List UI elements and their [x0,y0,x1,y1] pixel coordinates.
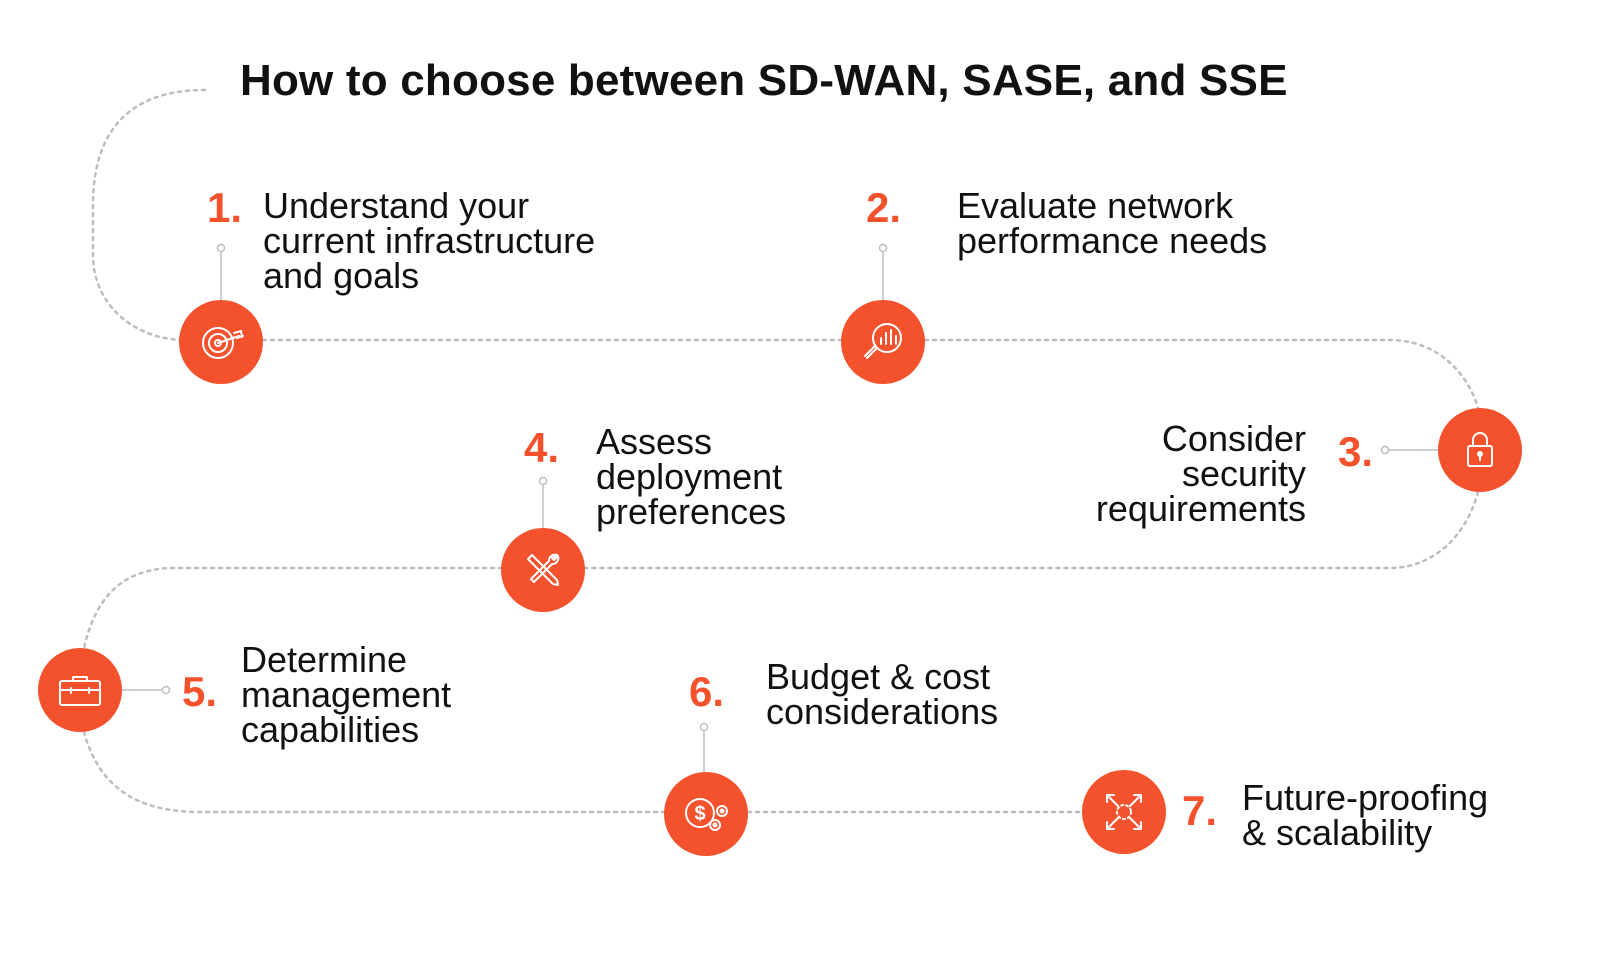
step-4-number: 4. [524,424,560,471]
step-3-number: 3. [1338,428,1374,475]
step-7-label: Future-proofing & scalability [1242,777,1489,853]
page-title: How to choose between SD-WAN, SASE, and … [240,56,1288,105]
tools-icon [527,553,560,586]
expand-arrows-icon [1106,794,1142,830]
step-2-circle [841,300,925,384]
step-5-circle [38,648,122,732]
step-2-label: Evaluate network performance needs [957,185,1268,261]
step-6-number: 6. [689,668,725,715]
step-1-label: Understand your current infrastructure a… [263,185,596,296]
step-3-label: Consider security requirements [1095,418,1306,529]
step-2-number: 2. [866,184,902,231]
step-4-circle [501,528,585,612]
lock-icon [1467,432,1493,467]
step-6-label: Budget & cost considerations [766,656,999,732]
chart-magnifier-icon [864,323,902,359]
step-5-label: Determine management capabilities [241,639,452,750]
target-icon [202,327,244,359]
step-3-circle [1438,408,1522,492]
svg-text:$: $ [694,803,705,825]
step-7-number: 7. [1182,787,1218,834]
step-7-circle [1082,770,1166,854]
step-5-number: 5. [182,668,218,715]
step-1-number: 1. [207,184,243,231]
step-6-circle: $ [664,772,748,856]
briefcase-icon [59,676,101,706]
step-1-circle [179,300,263,384]
dollar-gears-icon: $ [685,798,728,831]
step-4-label: Assess deployment preferences [596,421,787,532]
